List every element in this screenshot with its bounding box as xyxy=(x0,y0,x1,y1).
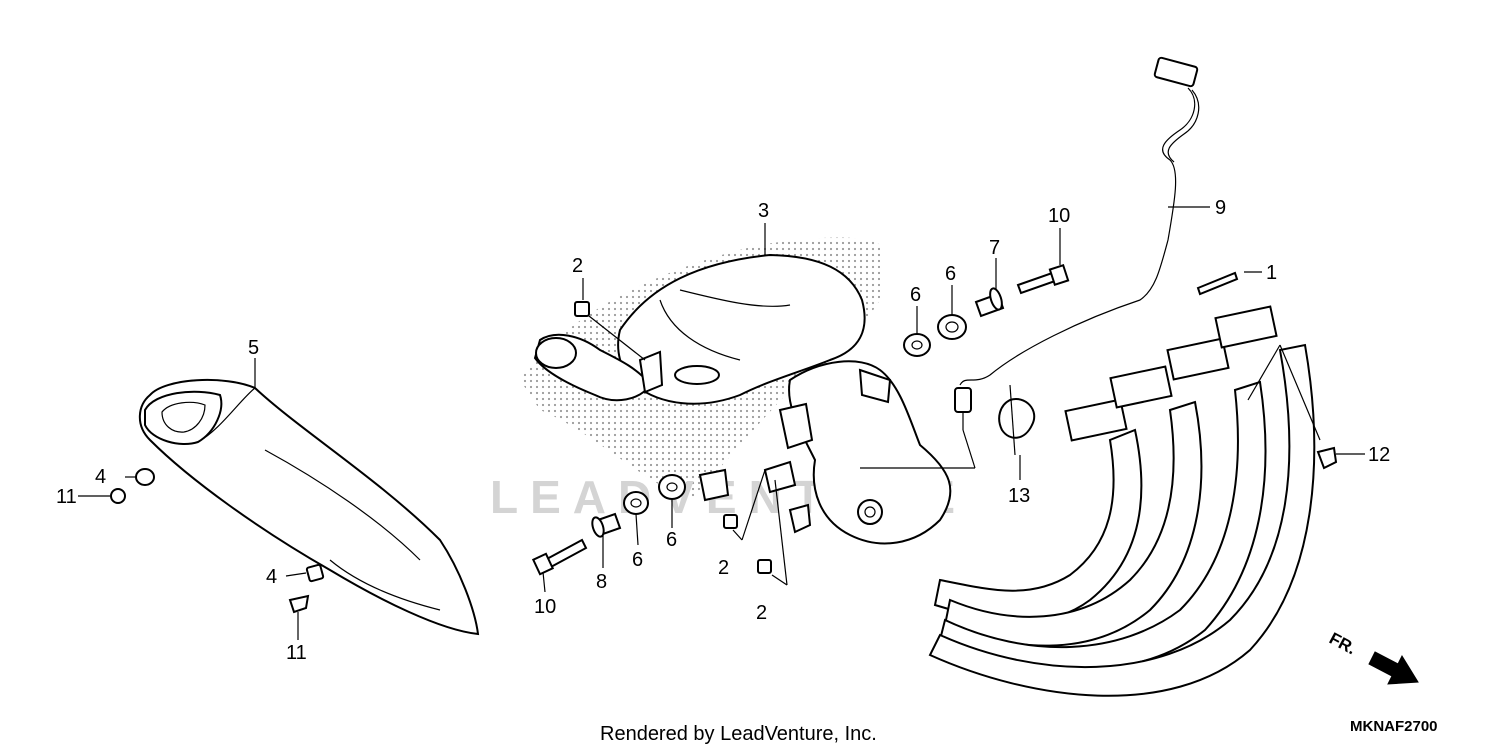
callout-2: 2 xyxy=(572,255,583,277)
heat-shield-part[interactable] xyxy=(533,253,866,405)
callout-10: 10 xyxy=(534,596,556,618)
hardware-parts[interactable] xyxy=(110,263,1338,614)
callout-2: 2 xyxy=(718,557,729,579)
callout-5: 5 xyxy=(248,337,259,359)
front-label: FR. xyxy=(1326,629,1359,659)
callout-8: 8 xyxy=(596,571,607,593)
callout-10: 10 xyxy=(1048,205,1070,227)
front-arrow-icon xyxy=(1368,651,1419,685)
diagram-code: MKNAF2700 xyxy=(1350,718,1438,735)
callout-3: 3 xyxy=(758,200,769,222)
callout-6: 6 xyxy=(632,549,643,571)
callout-4: 4 xyxy=(266,566,277,588)
callout-6: 6 xyxy=(910,284,921,306)
callout-1: 1 xyxy=(1266,262,1277,284)
callout-2: 2 xyxy=(756,602,767,624)
footer-credit: Rendered by LeadVenture, Inc. xyxy=(600,723,877,745)
callout-13: 13 xyxy=(1008,485,1030,507)
exhaust-chamber-part[interactable] xyxy=(778,360,952,545)
muffler-part[interactable] xyxy=(138,379,480,636)
callout-7: 7 xyxy=(989,237,1000,259)
callout-9: 9 xyxy=(1215,197,1226,219)
oxygen-sensor-part[interactable] xyxy=(954,56,1200,430)
callout-6: 6 xyxy=(945,263,956,285)
callout-11: 11 xyxy=(56,486,77,508)
header-pipes-part[interactable] xyxy=(928,305,1316,697)
callout-6: 6 xyxy=(666,529,677,551)
clip-part[interactable] xyxy=(998,384,1036,456)
callout-labels: 1 2 2 2 3 4 4 5 6 6 6 6 7 8 9 10 10 11 1… xyxy=(56,197,1390,664)
callout-12: 12 xyxy=(1368,444,1390,466)
callout-4: 4 xyxy=(95,466,106,488)
callout-11: 11 xyxy=(286,642,307,664)
leader-lines xyxy=(78,206,1365,640)
front-direction-indicator: FR. xyxy=(1326,629,1419,685)
